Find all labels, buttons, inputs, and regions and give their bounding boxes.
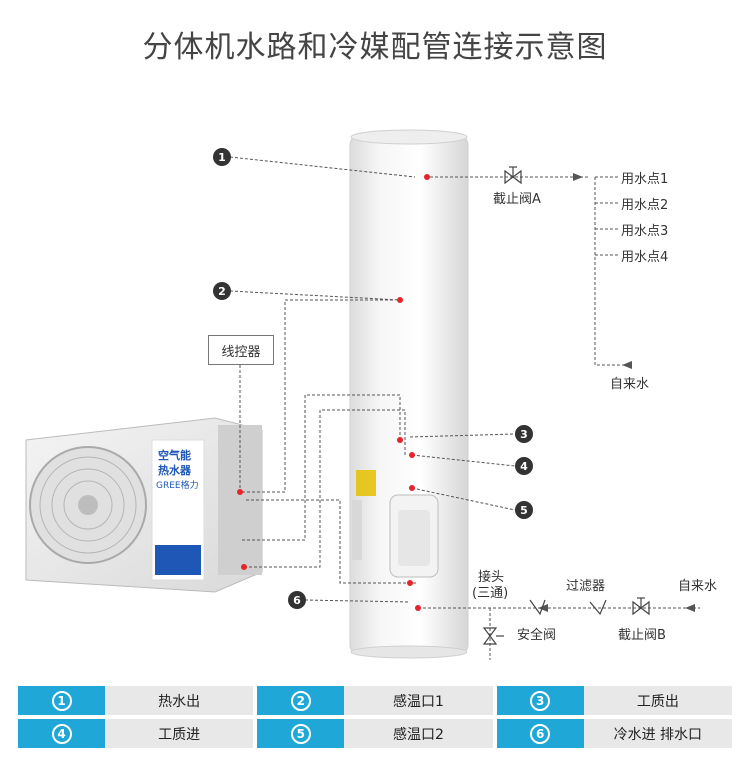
valve-b-label: 截止阀B (618, 628, 666, 643)
legend-text-5: 感温口2 (344, 719, 493, 748)
unit-brand-line2: 热水器 (158, 464, 191, 477)
legend-text-4: 工质进 (105, 719, 254, 748)
connection-lines (229, 156, 700, 660)
flow-arrows (538, 173, 695, 612)
tap-water-top-label: 自来水 (610, 377, 650, 392)
valve-a-label: 截止阀A (493, 192, 541, 207)
legend-num-5: 5 (290, 723, 311, 744)
unit-brand-line1: 空气能 (158, 449, 191, 462)
water-point-3: 用水点3 (621, 224, 669, 239)
marker-6: 6 (288, 591, 306, 609)
valve-icons (482, 166, 650, 645)
marker-1: 1 (213, 148, 231, 166)
filter-label: 过滤器 (566, 579, 606, 594)
water-point-4: 用水点4 (621, 250, 669, 265)
marker-3: 3 (515, 425, 533, 443)
water-tank (349, 129, 469, 659)
legend-text-3: 工质出 (583, 686, 732, 715)
legend-text-1: 热水出 (105, 686, 254, 715)
port-dots (237, 174, 430, 611)
legend-num-4: 4 (51, 723, 72, 744)
legend-num-2: 2 (290, 690, 311, 711)
marker-4: 4 (515, 457, 533, 475)
legend-text-6: 冷水进 排水口 (583, 719, 732, 748)
marker-5: 5 (515, 501, 533, 519)
legend-row: 1 热水出 2 感温口1 3 工质出 (18, 686, 732, 715)
unit-logo: GREE格力 (156, 481, 199, 491)
legend-num-3: 3 (530, 690, 551, 711)
page-title: 分体机水路和冷媒配管连接示意图 (142, 30, 608, 65)
legend-table: 1 热水出 2 感温口1 3 工质出 4 工质进 5 感温口2 6 冷水进 排水… (18, 686, 732, 752)
joint-label: 接头 (478, 570, 505, 585)
line-controller: 线控器 (208, 335, 274, 365)
safety-valve-label: 安全阀 (517, 628, 557, 643)
legend-num-6: 6 (530, 723, 551, 744)
joint-sub-label: (三通) (472, 586, 509, 601)
water-point-1: 用水点1 (621, 172, 669, 187)
legend-num-1: 1 (51, 690, 72, 711)
legend-row: 4 工质进 5 感温口2 6 冷水进 排水口 (18, 719, 732, 748)
marker-2: 2 (213, 282, 231, 300)
legend-text-2: 感温口1 (344, 686, 493, 715)
water-point-2: 用水点2 (621, 198, 669, 213)
tap-water-bottom-label: 自来水 (678, 579, 718, 594)
outdoor-unit (25, 417, 263, 593)
